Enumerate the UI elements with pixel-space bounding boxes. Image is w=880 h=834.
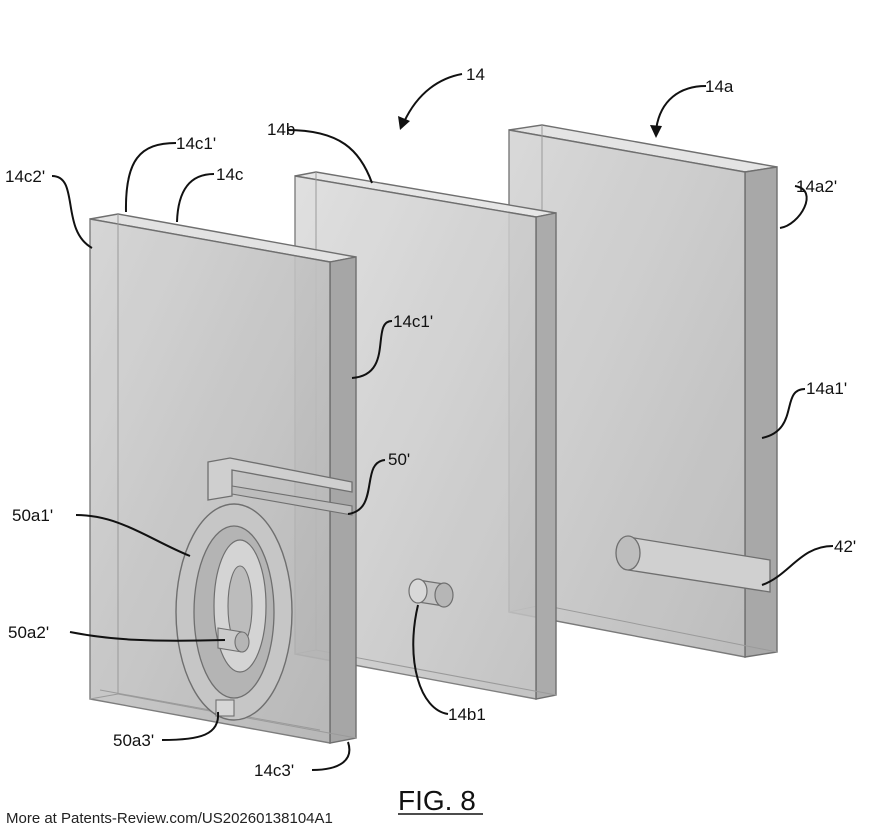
footer-source: More at Patents-Review.com/US20260138104…	[6, 810, 333, 827]
plate-14a	[508, 124, 778, 658]
label-14c2: 14c2'	[5, 167, 45, 186]
label-14c1-top: 14c1'	[176, 134, 216, 153]
label-50: 50'	[388, 450, 410, 469]
label-50a3: 50a3'	[113, 731, 154, 750]
plate-14a-arrow	[650, 85, 707, 138]
label-14a1: 14a1'	[806, 379, 847, 398]
label-14: 14	[466, 65, 485, 84]
label-14a2: 14a2'	[796, 177, 837, 196]
label-14c: 14c	[216, 165, 244, 184]
label-14b1: 14b1	[448, 705, 486, 724]
label-50a2: 50a2'	[8, 623, 49, 642]
label-50a1: 50a1'	[12, 506, 53, 525]
leader-lines	[51, 129, 834, 771]
label-14c3: 14c3'	[254, 761, 294, 780]
label-14a: 14a	[705, 77, 734, 96]
label-42: 42'	[834, 537, 856, 556]
plate-14c	[89, 213, 357, 744]
assembly-arrow	[398, 73, 463, 130]
label-14c1-side: 14c1'	[393, 312, 433, 331]
label-14b: 14b	[267, 120, 295, 139]
figure-caption: FIG. 8	[398, 785, 476, 816]
